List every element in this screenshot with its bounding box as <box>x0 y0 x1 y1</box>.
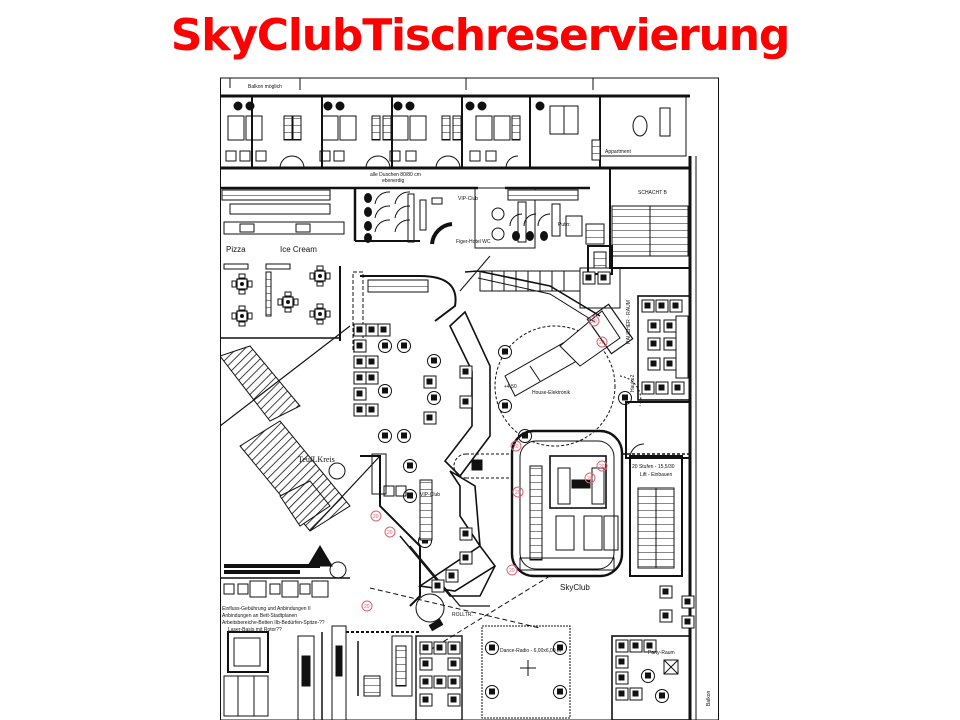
label-party-raum: Party-Raum <box>648 650 675 656</box>
label-pizza: Pizza <box>226 245 246 254</box>
floor-plan: 20 Balkon möglich <box>220 76 720 720</box>
label-rolltreppe: ROLLTR. <box>452 612 473 618</box>
label-figer-hotel-wc: Figer-Hotel WC <box>456 239 491 245</box>
wc-block <box>220 186 605 249</box>
floor-plan-drawing: 20 Balkon möglich <box>220 77 719 720</box>
note-2: Anbindungen an Bett-Stadtplanen <box>222 613 297 619</box>
label-stair-b: SCHACHT B <box>638 190 667 196</box>
left-dining <box>220 263 340 339</box>
label-balcony: Balkon möglich <box>248 84 282 90</box>
note-1: Einfluss-Gebührung und Anbindungen II <box>222 606 311 612</box>
raucher-raum <box>625 295 691 459</box>
label-lift: Lift - Einbauen <box>640 472 672 478</box>
label-house-elektronik: House-Elektronik <box>532 390 571 396</box>
label-skyclub: SkyClub <box>560 583 590 592</box>
house-elektronik-floor <box>459 255 642 447</box>
label-vip-club: VIP-Club <box>458 196 478 202</box>
label-stufen: 20 Stufen - 15,5/30 <box>632 464 675 470</box>
label-dance-radio: Dance-Radio - 6,00x6,00 m <box>500 648 561 654</box>
notes-block <box>220 564 350 598</box>
label-level-note: +4,50 <box>504 384 517 390</box>
label-showers: alle Duschen 80/80 cm <box>370 172 421 178</box>
skyclub-bar <box>453 429 695 629</box>
hotel-rooms-row <box>220 94 690 170</box>
slide-title: SkyClubTischreservierung <box>170 10 791 61</box>
label-raucher-raum: RAUCHER - RAUM <box>626 300 632 344</box>
label-apartment: Appartment <box>605 149 631 155</box>
center-vip-bar <box>328 266 497 607</box>
label-vip-club-2: VIP-Club <box>420 492 440 498</box>
note-3: Arbeitsbereiche-Betten IIb-Bedürfen-Spit… <box>222 620 325 626</box>
note-4: Laser-Basis mit Rotor?? <box>228 627 282 633</box>
label-ice-cream: Ice Cream <box>280 245 317 254</box>
escalators <box>220 325 381 567</box>
label-showers-sub: ebenerdig <box>382 178 404 184</box>
label-putzr: Putzr. <box>558 222 571 228</box>
label-hauke: Hauke2 <box>630 375 636 392</box>
label-balkon-right: Balkon <box>706 690 712 706</box>
bottom-area <box>223 575 691 720</box>
label-teufelskreis: TeufLKreis <box>298 455 335 464</box>
